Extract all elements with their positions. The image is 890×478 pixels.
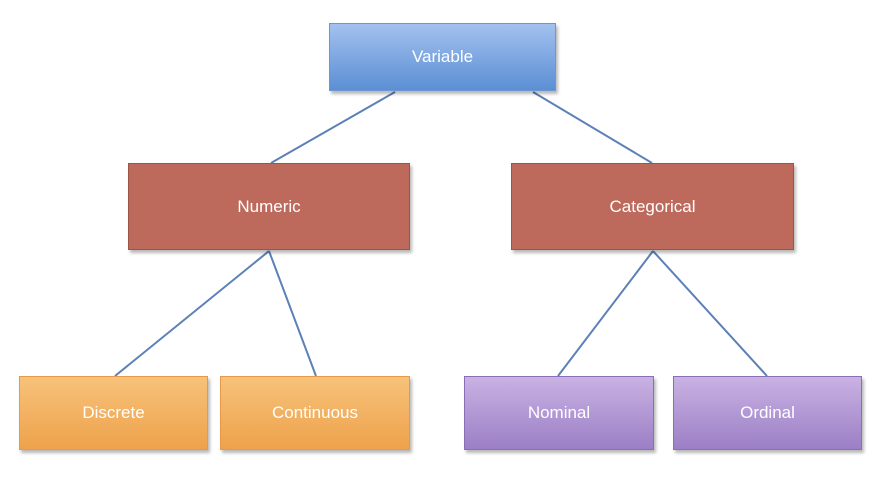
node-continuous-label: Continuous <box>271 403 358 422</box>
node-numeric-label: Numeric <box>237 196 301 216</box>
node-nominal-label: Nominal <box>527 403 591 422</box>
node-numeric: Numeric <box>128 163 410 250</box>
edge-numeric-discrete <box>114 250 270 377</box>
edge-categorical-nominal <box>557 250 654 377</box>
node-discrete: Discrete <box>19 376 208 450</box>
edge-categorical-ordinal <box>652 250 768 377</box>
node-nominal: Nominal <box>464 376 654 450</box>
node-variable-label: Variable <box>411 47 474 66</box>
node-ordinal-label: Ordinal <box>740 403 795 422</box>
node-variable: Variable <box>329 23 556 91</box>
node-categorical: Categorical <box>511 163 794 250</box>
node-ordinal: Ordinal <box>673 376 862 450</box>
edge-variable-numeric <box>270 91 396 164</box>
node-continuous: Continuous <box>220 376 410 450</box>
edge-variable-categorical <box>532 91 653 164</box>
edge-numeric-continuous <box>268 250 317 377</box>
node-discrete-label: Discrete <box>82 403 145 422</box>
node-categorical-label: Categorical <box>609 196 696 216</box>
